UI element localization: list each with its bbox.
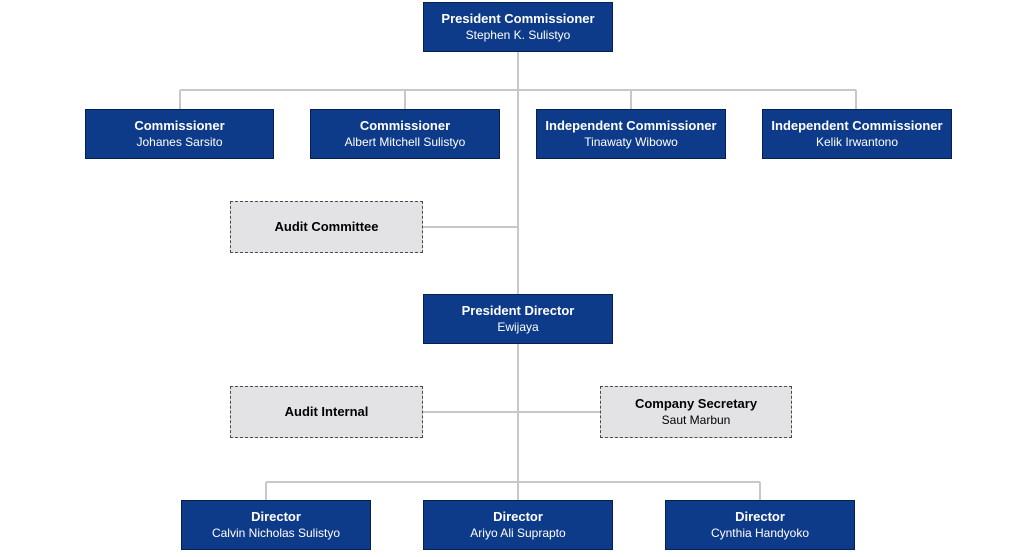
box-title: Independent Commissioner [771, 118, 943, 133]
commissioner-box: Commissioner Albert Mitchell Sulistyo [310, 109, 500, 159]
box-title: Director [493, 509, 543, 524]
box-title: Commissioner [359, 118, 451, 133]
box-title: Company Secretary [634, 396, 758, 411]
box-title: President Commissioner [441, 11, 595, 26]
box-title: President Director [461, 303, 575, 318]
box-title: Audit Internal [284, 404, 369, 419]
audit-committee-box: Audit Committee [230, 201, 423, 253]
box-title: Commissioner [134, 118, 225, 133]
director-box: Director Cynthia Handyoko [665, 500, 855, 550]
box-title: Director [251, 509, 301, 524]
director-box: Director Ariyo Ali Suprapto [423, 500, 613, 550]
company-secretary-box: Company Secretary Saut Marbun [600, 386, 792, 438]
box-name: Ariyo Ali Suprapto [470, 526, 566, 540]
box-name: Calvin Nicholas Sulistyo [211, 526, 341, 540]
box-name: Ewijaya [497, 320, 539, 334]
independent-commissioner-box: Independent Commissioner Tinawaty Wibowo [536, 109, 726, 159]
audit-internal-box: Audit Internal [230, 386, 423, 438]
box-title: Independent Commissioner [545, 118, 717, 133]
box-name: Tinawaty Wibowo [584, 135, 678, 149]
commissioner-box: Commissioner Johanes Sarsito [85, 109, 274, 159]
independent-commissioner-box: Independent Commissioner Kelik Irwantono [762, 109, 952, 159]
director-box: Director Calvin Nicholas Sulistyo [181, 500, 371, 550]
box-title: Director [735, 509, 785, 524]
box-name: Stephen K. Sulistyo [465, 28, 571, 42]
box-name: Albert Mitchell Sulistyo [344, 135, 466, 149]
box-name: Kelik Irwantono [815, 135, 899, 149]
box-title: Audit Committee [274, 219, 379, 234]
box-name: Saut Marbun [661, 413, 731, 427]
box-name: Johanes Sarsito [136, 135, 223, 149]
president-director-box: President Director Ewijaya [423, 294, 613, 344]
box-name: Cynthia Handyoko [710, 526, 810, 540]
president-commissioner-box: President Commissioner Stephen K. Sulist… [423, 2, 613, 52]
